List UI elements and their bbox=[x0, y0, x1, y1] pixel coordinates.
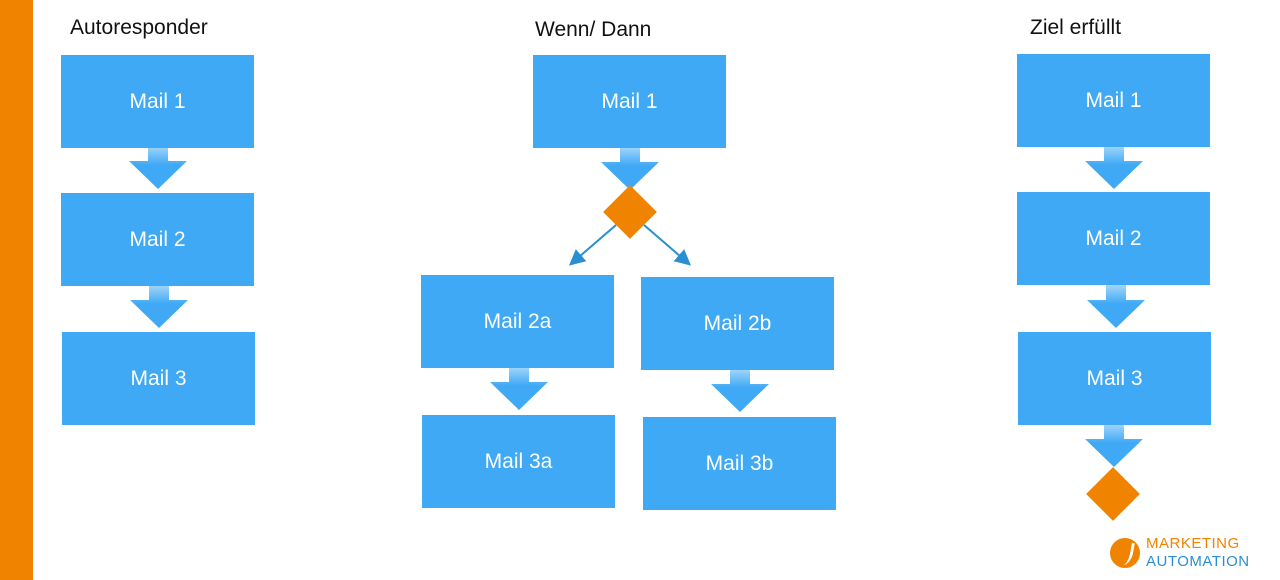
wenn-dann-mail-3a: Mail 3a bbox=[422, 415, 615, 508]
goal-diamond bbox=[1086, 467, 1140, 521]
wenn-dann-mail-2b: Mail 2b bbox=[641, 277, 834, 370]
wenn-dann-title: Wenn/ Dann bbox=[535, 18, 652, 41]
wenn-dann-mail-2a: Mail 2a bbox=[421, 275, 614, 368]
ziel-mail-1: Mail 1 bbox=[1017, 54, 1210, 147]
branch-arrows bbox=[568, 224, 692, 266]
autoresponder-mail-3: Mail 3 bbox=[62, 332, 255, 425]
orange-side-bar bbox=[0, 0, 33, 580]
autoresponder-mail-1: Mail 1 bbox=[61, 55, 254, 148]
down-arrow-icon bbox=[129, 141, 187, 189]
down-arrow-icon bbox=[1087, 280, 1145, 328]
ziel-mail-3: Mail 3 bbox=[1018, 332, 1211, 425]
ziel-mail-2: Mail 2 bbox=[1017, 192, 1210, 285]
wenn-dann-mail-3b: Mail 3b bbox=[643, 417, 836, 510]
down-arrow-icon bbox=[1085, 141, 1143, 189]
logo-line-2: AUTOMATION bbox=[1146, 553, 1250, 570]
logo-circle-icon bbox=[1110, 538, 1140, 568]
ziel-erfuellt-title: Ziel erfüllt bbox=[1030, 16, 1122, 39]
logo-line-1: MARKETING bbox=[1146, 535, 1240, 552]
wenn-dann-mail-1: Mail 1 bbox=[533, 55, 726, 148]
down-arrow-icon bbox=[601, 142, 659, 190]
down-arrow-icon bbox=[490, 362, 548, 410]
autoresponder-mail-2: Mail 2 bbox=[61, 193, 254, 286]
down-arrow-icon bbox=[1085, 419, 1143, 467]
marketing-automation-logo: MARKETING AUTOMATION bbox=[1110, 535, 1270, 575]
down-arrow-icon bbox=[130, 280, 188, 328]
down-arrow-icon bbox=[711, 364, 769, 412]
autoresponder-title: Autoresponder bbox=[70, 16, 208, 39]
